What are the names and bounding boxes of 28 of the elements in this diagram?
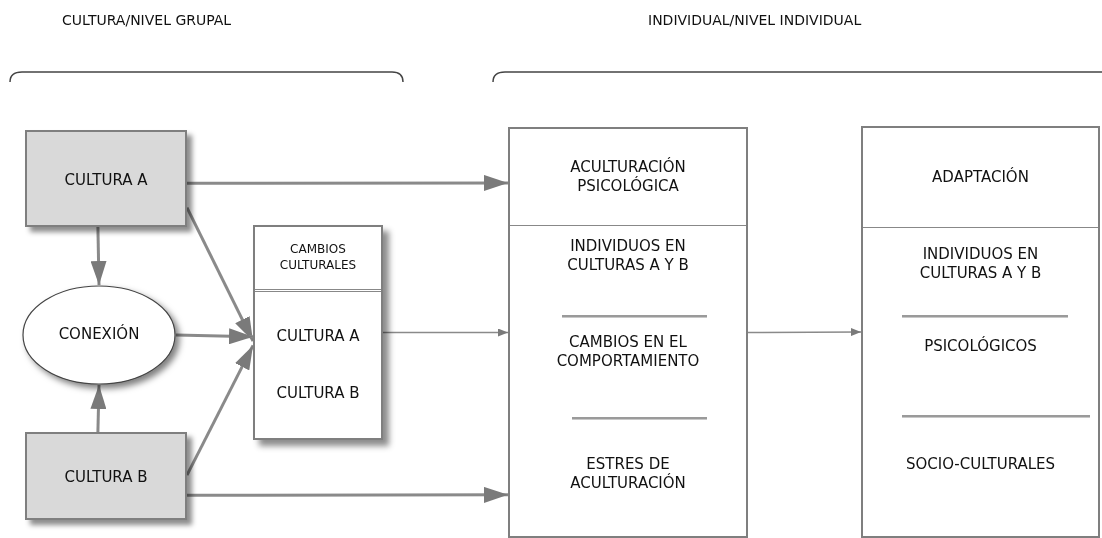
panel-heading: ACULTURACIÓN PSICOLÓGICA: [569, 157, 687, 197]
arrow: [90, 226, 107, 286]
panel-box: [508, 127, 748, 538]
arrow: [382, 328, 509, 337]
list-item: CULTURA A: [276, 327, 360, 347]
culture-box-label: CULTURA B: [64, 468, 148, 488]
list-item: CULTURA B: [276, 384, 360, 404]
culture-box: [25, 130, 187, 227]
culture-box: [25, 432, 187, 520]
connection-label: CONEXIÓN: [58, 325, 140, 345]
arrow: [747, 328, 862, 337]
panel-item: ESTRES DE ACULTURACIÓN: [569, 454, 687, 494]
panel-box: [253, 225, 383, 440]
arrow: [90, 384, 107, 433]
panel-heading: CAMBIOS CULTURALES: [278, 242, 358, 274]
arrow: [175, 328, 254, 345]
panel-item: PSICOLÓGICOS: [924, 337, 1037, 357]
panel-item: CAMBIOS EN EL COMPORTAMIENTO: [555, 332, 701, 372]
panel-item: INDIVIDUOS EN CULTURAS A Y B: [566, 236, 690, 276]
panel-item: SOCIO-CULTURALES: [905, 455, 1056, 475]
panel-item: INDIVIDUOS EN CULTURAS A Y B: [918, 244, 1043, 284]
panel-box: [861, 126, 1100, 538]
level-heading: INDIVIDUAL/NIVEL INDIVIDUAL: [648, 12, 862, 28]
arrow: [187, 486, 508, 503]
arrow: [187, 174, 508, 191]
culture-box-label: CULTURA A: [64, 170, 148, 191]
level-heading: CULTURA/NIVEL GRUPAL: [62, 12, 232, 28]
panel-heading: ADAPTACIÓN: [932, 167, 1029, 188]
